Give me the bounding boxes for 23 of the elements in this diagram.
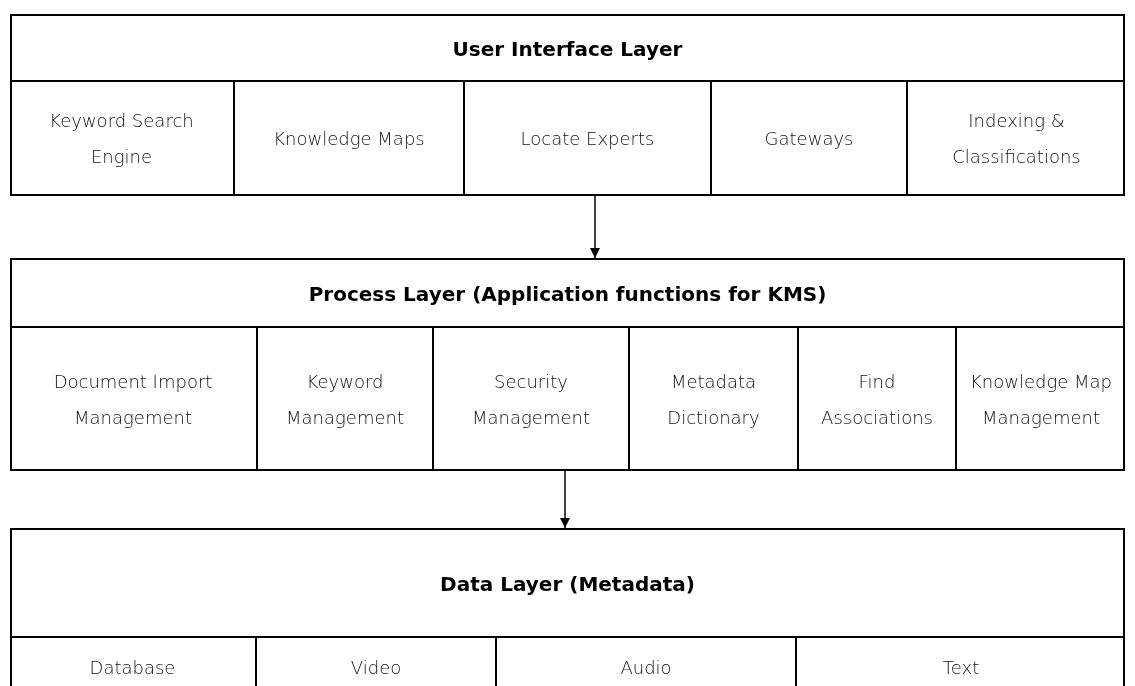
component-cell: Keyword Search Engine [10,80,233,196]
component-cell: Find Associations [797,326,955,471]
component-cell: Indexing & Classifications [906,80,1125,196]
arrow [559,470,571,529]
layer-heading: User Interface Layer [452,37,683,61]
component-cell: Text [795,636,1125,686]
component-cell: Document Import Management [10,326,256,471]
layer-panel [10,258,1125,471]
component-cell: Security Management [432,326,628,471]
component-cell: Locate Experts [463,80,710,196]
component-cell: Video [255,636,495,686]
layer-panel [10,14,1125,196]
component-cell: Knowledge Map Management [955,326,1125,471]
layer-heading: Data Layer (Metadata) [440,572,695,596]
arrow [589,195,601,259]
component-cell: Keyword Management [256,326,432,471]
component-cell: Audio [495,636,795,686]
layer-panel [10,528,1125,686]
component-cell: Metadata Dictionary [628,326,797,471]
component-cell: Gateways [710,80,906,196]
component-cell: Database [10,636,255,686]
layer-heading: Process Layer (Application functions for KMS) [308,282,827,306]
component-cell: Knowledge Maps [233,80,463,196]
